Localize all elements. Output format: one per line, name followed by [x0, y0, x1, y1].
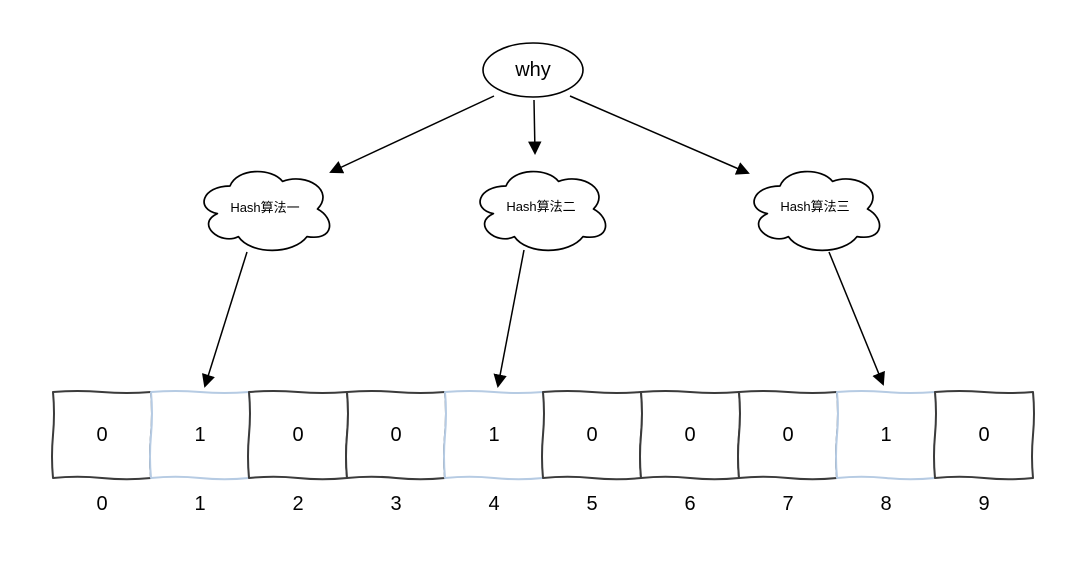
cell-value-1: 1 — [194, 423, 206, 446]
hash3-cloud-label: Hash算法三 — [780, 198, 850, 214]
arrow-why-to-hash2 — [528, 99, 542, 156]
cell-value-7: 0 — [782, 423, 794, 446]
hash2-cloud-label: Hash算法二 — [506, 198, 576, 214]
arrow-why-to-hash3 — [569, 95, 750, 175]
cell-value-8: 1 — [880, 423, 892, 446]
arrow-hash2-to-cell4 — [493, 249, 525, 388]
index-label-3: 3 — [390, 492, 402, 515]
index-label-0: 0 — [96, 492, 108, 515]
cell-value-3: 0 — [390, 423, 402, 446]
index-label-2: 2 — [292, 492, 304, 515]
index-label-5: 5 — [586, 492, 598, 515]
cell-value-6: 0 — [684, 423, 696, 446]
index-label-7: 7 — [782, 492, 794, 515]
arrow-why-to-hash1 — [329, 95, 495, 174]
cell-value-9: 0 — [978, 423, 990, 446]
bit-cell-9 — [933, 390, 1035, 481]
why-node-label: why — [515, 58, 551, 81]
index-label-9: 9 — [978, 492, 990, 515]
cell-value-5: 0 — [586, 423, 598, 446]
cell-value-2: 0 — [292, 423, 304, 446]
index-label-4: 4 — [488, 492, 500, 515]
index-label-1: 1 — [194, 492, 206, 515]
why-ellipse — [482, 42, 584, 98]
arrow-hash1-to-cell1 — [201, 251, 248, 388]
cell-value-4: 1 — [488, 423, 500, 446]
cell-value-0: 0 — [96, 423, 108, 446]
hash1-cloud-label: Hash算法一 — [230, 199, 300, 215]
index-label-8: 8 — [880, 492, 892, 515]
index-label-6: 6 — [684, 492, 696, 515]
arrow-hash3-to-cell8 — [828, 251, 885, 386]
